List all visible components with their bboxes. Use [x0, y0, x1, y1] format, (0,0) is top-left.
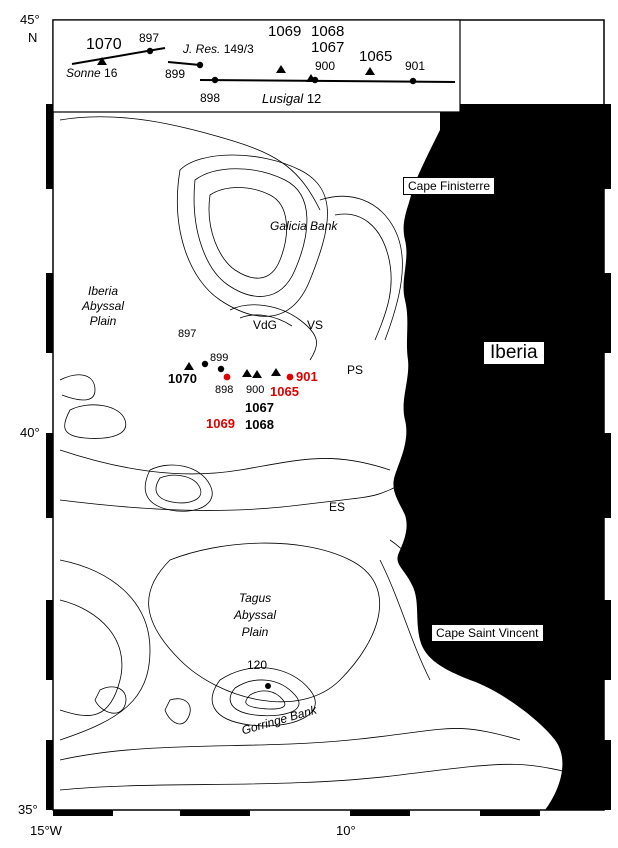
site-label-901: 901	[296, 369, 318, 384]
axis-lat-n: N	[28, 30, 38, 45]
axis-lat-40: 40°	[20, 425, 40, 440]
label-cape-saint-vincent: Cape Saint Vincent	[431, 624, 544, 642]
inset-site-1070-triangle	[97, 57, 107, 65]
site-898-dot-red	[223, 373, 231, 381]
inset-site-897-dot	[146, 47, 154, 55]
depth-contours	[59, 116, 601, 791]
site-label-1067: 1067	[245, 400, 274, 415]
inset-site-898-dot	[211, 76, 219, 84]
inset-label-1067: 1067	[311, 39, 345, 56]
inset-label-1069: 1069	[268, 23, 302, 40]
axis-lat-45: 45°	[20, 12, 40, 27]
label-vs: VS	[307, 318, 324, 332]
label-iberia-abyssal-plain: Iberia Abyssal Plain	[81, 284, 125, 328]
site-label-898: 898	[215, 384, 234, 396]
site-1070-triangle	[184, 362, 194, 370]
label-es: ES	[329, 500, 346, 514]
axis-lat-35: 35°	[18, 802, 38, 817]
site-1068-triangle	[252, 370, 262, 378]
site-label-899: 899	[210, 352, 229, 364]
label-tagus-abyssal-plain: Tagus Abyssal Plain	[233, 591, 277, 639]
jres-profile-line	[167, 61, 201, 66]
site-901-dot-red	[286, 373, 294, 381]
inset-site-900-dot	[311, 76, 319, 84]
inset-label-1065: 1065	[359, 48, 393, 65]
site-label-1068: 1068	[245, 417, 274, 432]
inset-label-sonne: Sonne 16	[66, 66, 118, 80]
label-ps: PS	[347, 363, 364, 377]
label-galicia-bank: Galicia Bank	[270, 219, 338, 233]
inset-label-jres: J. Res. 149/3	[183, 42, 254, 56]
site-label-897: 897	[178, 328, 197, 340]
label-depth-120: 120	[247, 658, 268, 672]
inset-label-1070: 1070	[86, 36, 122, 53]
label-vdg: VdG	[253, 318, 278, 332]
inset-site-1065-triangle	[365, 67, 375, 75]
inset-site-1069-triangle	[276, 65, 286, 73]
label-iberia: Iberia	[484, 342, 544, 364]
axis-lon-10: 10°	[336, 823, 356, 838]
inset-label-897: 897	[139, 31, 160, 45]
site-label-1069: 1069	[206, 416, 235, 431]
inset-markers	[97, 47, 417, 85]
main-site-markers	[184, 360, 294, 689]
site-1065-triangle	[271, 368, 281, 376]
inset-box	[52, 19, 461, 113]
frame-ticks	[46, 104, 611, 816]
inset-label-lusigal: Lusigal 12	[262, 91, 322, 106]
axis-lon-15w: 15°W	[30, 823, 62, 838]
site-899-dot	[217, 365, 225, 373]
site-label-1070: 1070	[168, 371, 197, 386]
label-cape-finisterre: Cape Finisterre	[403, 177, 496, 195]
depth-120-dot	[265, 683, 271, 689]
inset-label-1068: 1068	[311, 23, 345, 40]
inset-label-899: 899	[165, 67, 186, 81]
inset-site-901-dot	[409, 77, 417, 85]
inset-site-899-dot	[196, 61, 204, 69]
inset-label-900: 900	[315, 59, 336, 73]
site-label-900: 900	[246, 384, 265, 396]
inset-label-898: 898	[200, 91, 221, 105]
inset-label-901: 901	[405, 59, 426, 73]
site-label-1065: 1065	[270, 384, 299, 399]
site-897-dot	[201, 360, 209, 368]
site-1069-triangle	[242, 369, 252, 377]
